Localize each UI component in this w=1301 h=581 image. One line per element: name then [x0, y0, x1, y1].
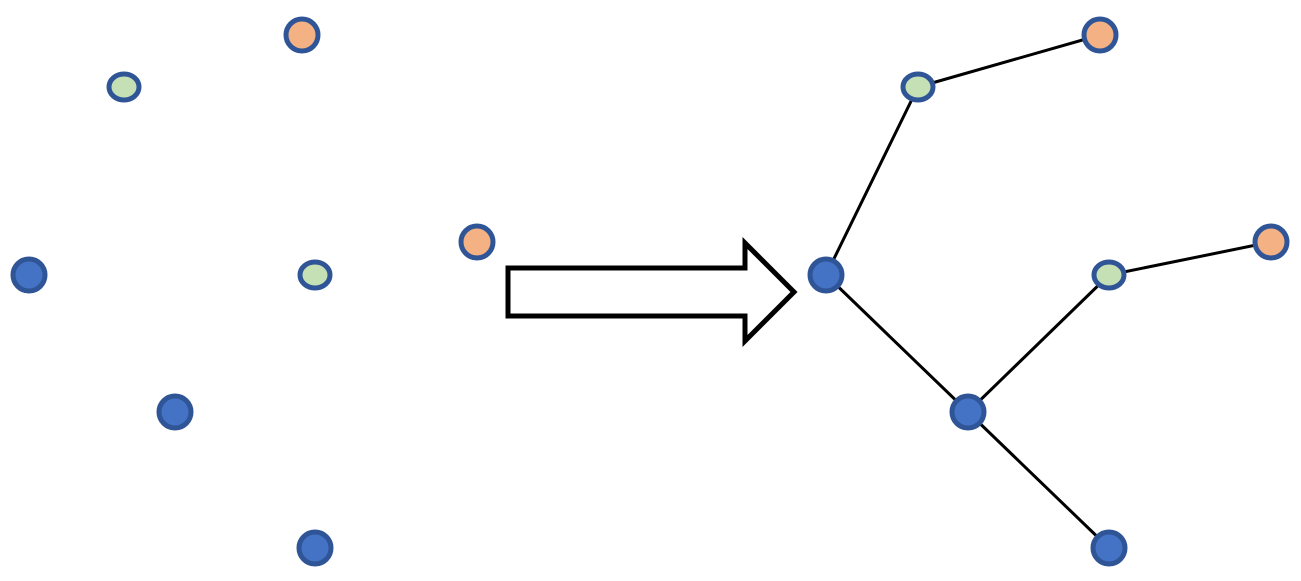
input-in-blue-bottom-blue-node: [296, 529, 334, 567]
input-in-green-mid-green-node: [297, 259, 333, 291]
tree-edge-root-to-green-top: [824, 86, 920, 276]
tree-nodes-group: [807, 16, 1290, 567]
input-in-blue-mid-blue-node: [156, 393, 194, 431]
tree-green-top-green-node: [900, 71, 936, 103]
tree-root-blue-node: [807, 256, 845, 294]
tree-edge-green-top-to-orange-top: [917, 33, 1101, 89]
tree-blue-mid-blue-node: [949, 393, 987, 431]
tree-edges-group: [824, 33, 1272, 550]
tree-blue-bottom-blue-node: [1090, 529, 1128, 567]
tree-orange-right-orange-node: [1252, 223, 1290, 261]
tree-edge-blue-mid-to-blue-bottom: [966, 410, 1111, 550]
tree-edge-green-mid-to-orange-right: [1108, 240, 1272, 277]
tree-orange-top-orange-node: [1081, 16, 1119, 54]
tree-edge-blue-mid-to-green-mid: [966, 273, 1111, 414]
tree-edge-root-to-blue-mid: [824, 273, 970, 414]
input-in-green-top-green-node: [106, 71, 142, 103]
input-in-blue-left-blue-node: [10, 256, 48, 294]
unconnected-nodes-group: [10, 16, 496, 567]
transform-arrow: [505, 236, 798, 348]
input-in-orange-right-orange-node: [458, 223, 496, 261]
tree-green-mid-green-node: [1091, 259, 1127, 291]
input-in-orange-top-orange-node: [283, 16, 321, 54]
